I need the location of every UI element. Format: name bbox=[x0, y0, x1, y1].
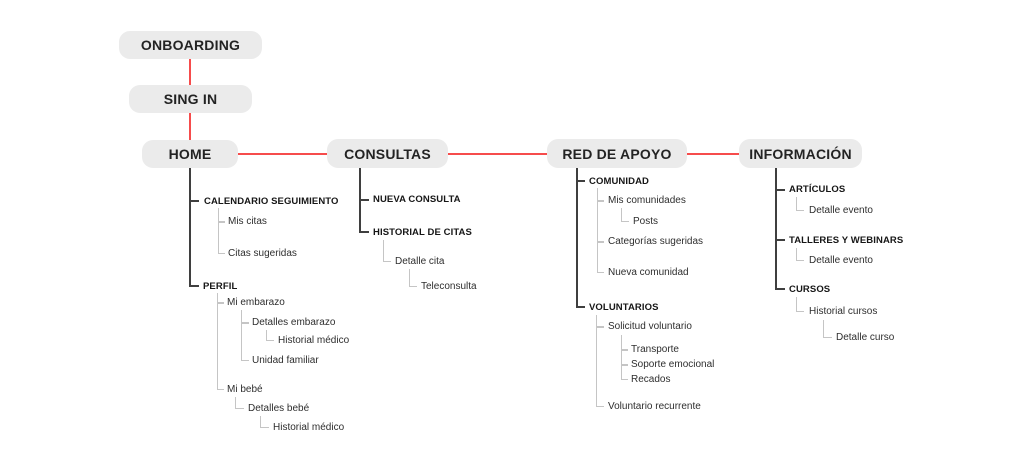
label-historial-medico-bebe: Historial médico bbox=[273, 422, 345, 433]
label-mi-bebe: Mi bebé bbox=[227, 384, 263, 395]
label-articulos: ARTÍCULOS bbox=[789, 184, 846, 195]
informacion-spine bbox=[775, 168, 785, 290]
label-transporte: Transporte bbox=[631, 344, 679, 355]
tick-mis-citas bbox=[218, 221, 225, 223]
node-sing-in: SING IN bbox=[129, 85, 252, 113]
connector-home-consultas bbox=[237, 153, 328, 155]
node-onboarding-label: ONBOARDING bbox=[140, 37, 241, 53]
node-red-de-apoyo-label: RED DE APOYO bbox=[562, 145, 672, 162]
label-teleconsulta: Teleconsulta bbox=[421, 281, 477, 292]
consultas-tick-nueva bbox=[359, 199, 369, 201]
elbow-detalles-bebe bbox=[235, 397, 244, 409]
label-categorias-sugeridas: Categorías sugeridas bbox=[608, 236, 704, 247]
solicitud-children-spine bbox=[621, 335, 628, 380]
label-cursos: CURSOS bbox=[789, 284, 831, 295]
voluntarios-children-spine bbox=[596, 315, 604, 407]
node-informacion-label: INFORMACIÓN bbox=[749, 145, 852, 162]
label-comunidad: COMUNIDAD bbox=[589, 176, 650, 187]
elbow-historial-cursos bbox=[796, 297, 804, 312]
label-nueva-comunidad: Nueva comunidad bbox=[608, 267, 689, 278]
elbow-detalle-curso bbox=[823, 320, 832, 338]
label-perfil: PERFIL bbox=[203, 281, 238, 292]
home-spine bbox=[189, 168, 199, 287]
elbow-detalle-evento-articulos bbox=[796, 197, 804, 211]
label-nueva-consulta: NUEVA CONSULTA bbox=[373, 194, 461, 205]
label-detalles-bebe: Detalles bebé bbox=[248, 403, 310, 414]
label-unidad-familiar: Unidad familiar bbox=[252, 355, 319, 366]
red-de-apoyo-tick-comunidad bbox=[576, 180, 585, 182]
label-historial-cursos: Historial cursos bbox=[809, 306, 878, 317]
node-consultas-label: CONSULTAS bbox=[344, 145, 431, 162]
tick-mi-embarazo bbox=[217, 302, 224, 304]
informacion-tick-articulos bbox=[775, 189, 785, 191]
connector-consultas-redapoyo bbox=[447, 153, 548, 155]
node-red-de-apoyo: RED DE APOYO bbox=[547, 139, 687, 168]
label-recados: Recados bbox=[631, 374, 671, 385]
connector-onboarding-singin bbox=[189, 58, 191, 86]
label-mis-citas: Mis citas bbox=[228, 216, 267, 227]
node-home: HOME bbox=[142, 140, 238, 168]
comunidad-children-spine bbox=[597, 188, 604, 273]
tick-soporte-emocional bbox=[621, 364, 628, 366]
tick-solicitud-voluntario bbox=[596, 326, 604, 328]
node-home-label: HOME bbox=[168, 146, 212, 162]
node-sing-in-label: SING IN bbox=[163, 91, 218, 107]
label-voluntarios: VOLUNTARIOS bbox=[589, 302, 659, 313]
informacion-tick-talleres bbox=[775, 239, 785, 241]
label-detalles-embarazo: Detalles embarazo bbox=[252, 317, 336, 328]
label-solicitud-voluntario: Solicitud voluntario bbox=[608, 321, 692, 332]
label-historial-medico-embarazo: Historial médico bbox=[278, 335, 350, 346]
elbow-historial-medico-bebe bbox=[260, 416, 269, 428]
elbow-historial-medico-embarazo bbox=[266, 330, 274, 341]
node-onboarding: ONBOARDING bbox=[119, 31, 262, 59]
label-historial-de-citas: HISTORIAL DE CITAS bbox=[373, 227, 472, 238]
connector-singin-home bbox=[189, 112, 191, 141]
tick-mis-comunidades bbox=[597, 200, 604, 202]
tick-categorias-sugeridas bbox=[597, 241, 604, 243]
perfil-children-spine bbox=[217, 293, 224, 390]
label-detalle-evento-articulos: Detalle evento bbox=[809, 205, 873, 216]
label-citas-sugeridas: Citas sugeridas bbox=[228, 248, 297, 259]
label-detalle-cita: Detalle cita bbox=[395, 256, 445, 267]
label-calendario-seguimiento: CALENDARIO SEGUIMIENTO bbox=[204, 196, 339, 207]
mi-embarazo-children-spine bbox=[241, 310, 249, 361]
node-consultas: CONSULTAS bbox=[327, 139, 448, 168]
label-mis-comunidades: Mis comunidades bbox=[608, 195, 686, 206]
label-soporte-emocional: Soporte emocional bbox=[631, 359, 715, 370]
label-detalle-curso: Detalle curso bbox=[836, 332, 895, 343]
label-mi-embarazo: Mi embarazo bbox=[227, 297, 285, 308]
label-detalle-evento-talleres: Detalle evento bbox=[809, 255, 873, 266]
node-informacion: INFORMACIÓN bbox=[739, 139, 862, 168]
connector-redapoyo-informacion bbox=[686, 153, 740, 155]
elbow-detalle-cita bbox=[383, 240, 391, 262]
elbow-teleconsulta bbox=[409, 269, 417, 287]
tick-transporte bbox=[621, 349, 628, 351]
calendario-children-spine bbox=[218, 208, 225, 254]
tick-detalles-embarazo bbox=[241, 322, 249, 324]
label-voluntario-recurrente: Voluntario recurrente bbox=[608, 401, 701, 412]
home-tick-calendario bbox=[189, 200, 199, 202]
elbow-detalle-evento-talleres bbox=[796, 248, 804, 261]
label-talleres-y-webinars: TALLERES Y WEBINARS bbox=[789, 235, 904, 246]
elbow-posts bbox=[621, 208, 629, 222]
red-de-apoyo-spine bbox=[576, 168, 585, 308]
label-posts: Posts bbox=[633, 216, 659, 227]
